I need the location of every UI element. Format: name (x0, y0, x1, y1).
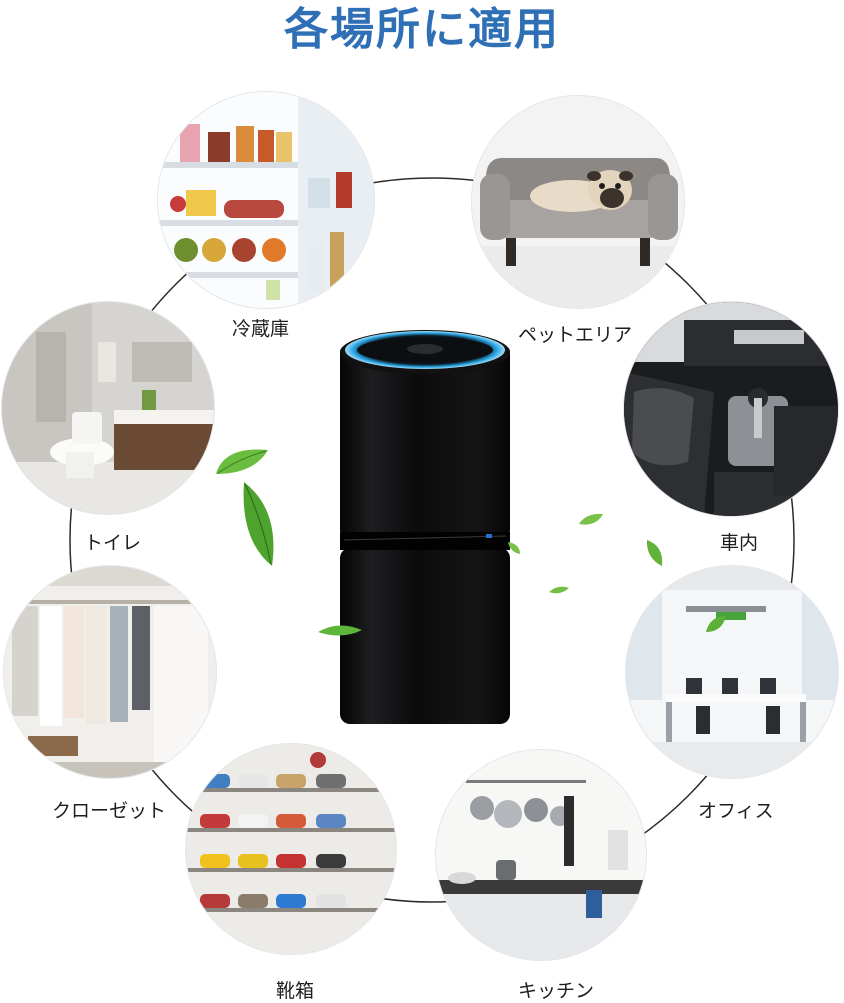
toilet-photo (2, 302, 214, 514)
car-interior-label: 車内 (720, 532, 759, 554)
leaf-icon (549, 586, 569, 594)
kitchen-photo (436, 750, 646, 960)
leaf-icon (216, 449, 268, 474)
leaf-icon (579, 513, 603, 525)
kitchen-label: キッチン (518, 980, 595, 1002)
air-purifier-device (340, 330, 510, 724)
fridge-photo (158, 92, 374, 308)
closet-label: クローゼット (52, 800, 167, 822)
fridge-label: 冷蔵庫 (232, 318, 290, 340)
leaf-icon (706, 616, 726, 632)
car-interior-photo (624, 302, 838, 516)
leaf-icon (646, 540, 663, 566)
page-title: 各場所に適用 (284, 4, 560, 55)
closet-photo (4, 566, 216, 778)
leaf-icon (508, 542, 520, 554)
shoe-box-label: 靴箱 (276, 980, 315, 1002)
pet-area-label: ペットエリア (518, 324, 633, 346)
shoe-box-photo (186, 744, 396, 954)
office-label: オフィス (698, 800, 774, 822)
toilet-label: トイレ (84, 532, 142, 554)
office-photo (626, 566, 838, 778)
leaf-icon (318, 625, 362, 636)
leaf-icon (243, 482, 274, 566)
pet-area-photo (472, 96, 684, 308)
